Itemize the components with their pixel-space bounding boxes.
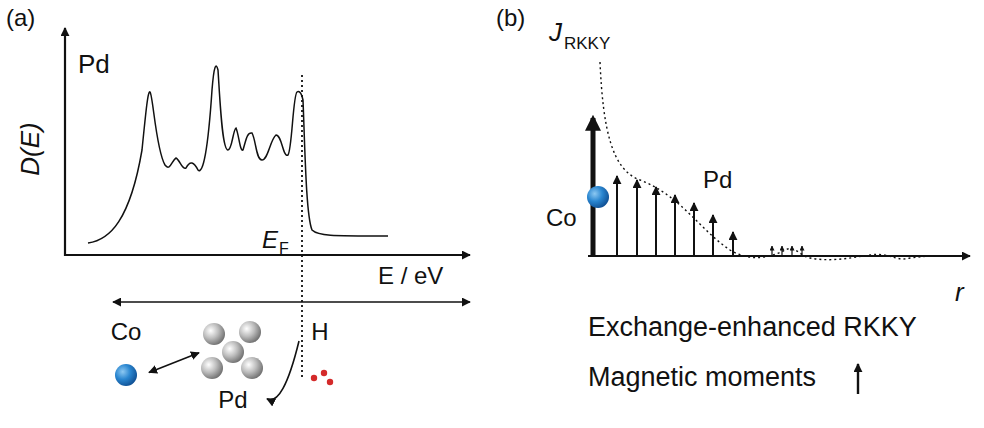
- small-moment-arrow: [771, 246, 772, 256]
- label-text: (a): [6, 4, 35, 32]
- atom-sphere: [201, 357, 223, 379]
- label-text: Pd: [78, 50, 110, 80]
- atom-sphere: [115, 364, 137, 386]
- hydrogen-dot: [321, 370, 327, 376]
- small-moment-arrow: [801, 246, 802, 256]
- atom-sphere: [222, 341, 244, 363]
- node-label: Pd: [218, 386, 247, 414]
- moment-arrow: [674, 195, 676, 256]
- label-text: Co: [546, 204, 577, 232]
- moment-arrow: [732, 232, 734, 256]
- label-text: D(E): [16, 114, 46, 184]
- label-text: J: [549, 18, 562, 48]
- atom-sphere: [239, 321, 261, 343]
- hydrogen-dot: [311, 375, 317, 381]
- illustration-line: [857, 364, 859, 394]
- illustration-line: [64, 28, 66, 256]
- small-moment-arrow: [791, 246, 792, 256]
- moment-arrow: [693, 203, 695, 256]
- label-text: RKKY: [564, 34, 610, 54]
- small-moment-arrow: [781, 246, 782, 256]
- node-label: Co: [111, 318, 142, 346]
- illustration-line: [113, 301, 470, 303]
- atom-sphere: [241, 357, 263, 379]
- illustration-circle: [587, 186, 609, 208]
- illustration-line: [301, 75, 303, 378]
- hydrogen-dot: [327, 379, 333, 385]
- connector-arrow: [267, 341, 299, 400]
- label-text: E / eV: [378, 262, 443, 290]
- moment-arrow: [636, 180, 638, 256]
- illustration-line: [588, 255, 970, 257]
- label-text: Exchange-enhanced RKKY: [588, 312, 917, 343]
- label-text: F: [279, 240, 289, 258]
- illustration-path: [600, 62, 960, 260]
- moment-arrow: [616, 176, 618, 256]
- label-text: Pd: [703, 166, 732, 194]
- connector-arrow: [149, 353, 199, 373]
- node-label: H: [311, 318, 328, 346]
- co-atom: Co: [104, 318, 148, 386]
- pd-cluster: Pd: [200, 322, 266, 418]
- label-text: E: [262, 226, 278, 254]
- label-text: Magnetic moments: [588, 362, 816, 393]
- illustration-line: [64, 254, 470, 256]
- moment-arrow: [712, 215, 714, 256]
- label-text: (b): [496, 4, 525, 32]
- atom-sphere: [203, 323, 225, 345]
- label-text: r: [955, 278, 964, 308]
- moment-arrow: [655, 187, 657, 256]
- illustration-path: [88, 66, 388, 243]
- hydrogen: H: [300, 318, 340, 390]
